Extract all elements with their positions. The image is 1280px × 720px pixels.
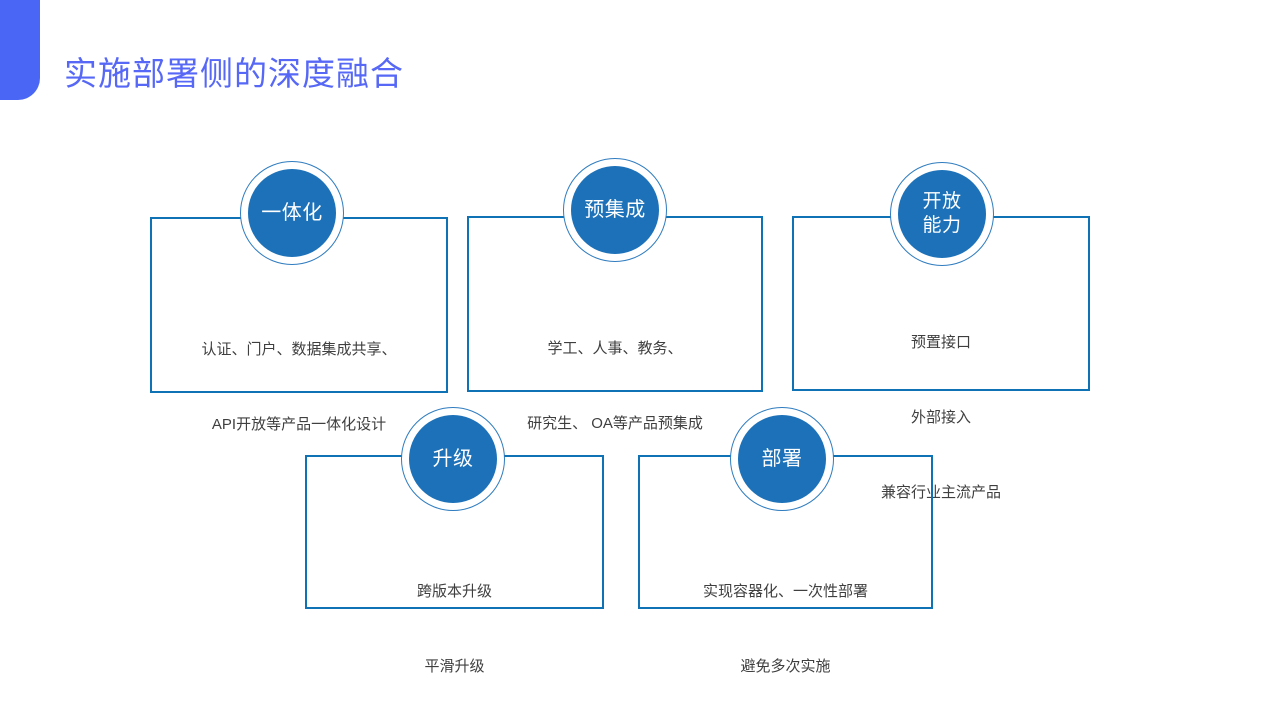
body-line: 研究生、 OA等产品预集成 <box>527 415 703 432</box>
badge-disc: 预集成 <box>571 166 659 254</box>
card-body-openness: 预置接口 外部接入 兼容行业主流产品 <box>792 280 1090 555</box>
body-line: API开放等产品一体化设计 <box>211 416 387 433</box>
body-line: 跨版本升级 <box>416 583 492 600</box>
badge-circle-openness[interactable]: 开放 能力 <box>890 162 994 266</box>
body-line: 实现容器化、一次性部署 <box>702 583 868 600</box>
body-line: 预置接口 <box>910 334 971 351</box>
body-line: 认证、门户、数据集成共享、 <box>201 341 397 358</box>
card-upgrade: 升级 跨版本升级 平滑升级 <box>305 407 604 675</box>
card-preintegration: 预集成 学工、人事、教务、 研究生、 OA等产品预集成 <box>467 158 763 432</box>
card-body-integration: 认证、门户、数据集成共享、 API开放等产品一体化设计 <box>150 287 448 487</box>
badge-circle-preintegration[interactable]: 预集成 <box>563 158 667 262</box>
badge-disc: 升级 <box>409 415 497 503</box>
page-title: 实施部署侧的深度融合 <box>64 55 404 92</box>
card-body-deployment: 实现容器化、一次性部署 避免多次实施 <box>638 529 933 720</box>
card-body-preintegration: 学工、人事、教务、 研究生、 OA等产品预集成 <box>467 286 763 486</box>
card-body-upgrade: 跨版本升级 平滑升级 <box>305 529 604 720</box>
badge-label: 开放 能力 <box>922 191 962 236</box>
badge-disc: 开放 能力 <box>898 170 986 258</box>
badge-label: 一体化 <box>261 201 323 224</box>
body-line: 学工、人事、教务、 <box>547 340 683 357</box>
accent-shape <box>0 0 40 100</box>
badge-disc: 一体化 <box>248 169 336 257</box>
body-line: 平滑升级 <box>424 658 485 675</box>
badge-label: 升级 <box>432 447 474 470</box>
badge-disc: 部署 <box>738 415 826 503</box>
badge-label: 部署 <box>761 447 803 470</box>
badge-circle-deployment[interactable]: 部署 <box>730 407 834 511</box>
card-integration: 一体化 认证、门户、数据集成共享、 API开放等产品一体化设计 <box>150 161 448 433</box>
badge-circle-upgrade[interactable]: 升级 <box>401 407 505 511</box>
body-line: 避免多次实施 <box>740 658 831 675</box>
card-deployment: 部署 实现容器化、一次性部署 避免多次实施 <box>638 407 933 675</box>
badge-label: 预集成 <box>584 198 646 221</box>
card-openness: 开放 能力 预置接口 外部接入 兼容行业主流产品 <box>792 162 1090 501</box>
body-line: 外部接入 <box>910 409 971 426</box>
badge-circle-integration[interactable]: 一体化 <box>240 161 344 265</box>
body-line: 兼容行业主流产品 <box>880 484 1001 501</box>
